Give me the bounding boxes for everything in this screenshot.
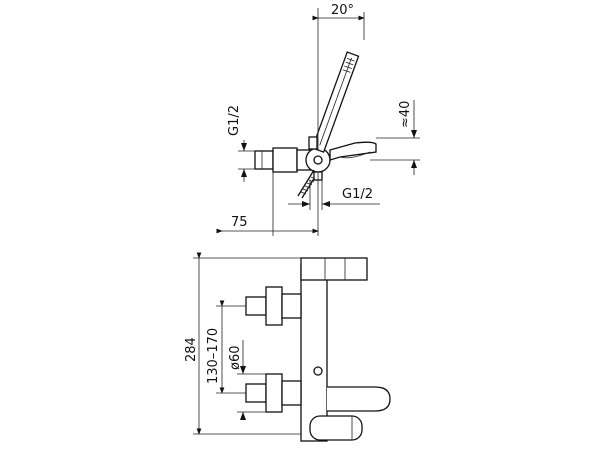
front-view: 284 130–170 ø60 [184, 252, 391, 442]
handle [309, 415, 363, 441]
mixer-inlet [272, 147, 298, 173]
dim-height: 284 [184, 337, 199, 362]
dim-diameter: ø60 [228, 346, 243, 371]
mixer-body-circle [305, 147, 331, 173]
mixer-body [300, 264, 328, 442]
dim-projection: 75 [231, 215, 248, 230]
dim-center-distance: 130–170 [206, 328, 221, 384]
upper-wall-connector [245, 286, 302, 326]
spout [329, 141, 377, 161]
wall-connector [254, 150, 274, 170]
dim-thread-left: G1/2 [227, 105, 242, 136]
hand-shower [311, 51, 360, 153]
dim-thread-bottom: G1/2 [342, 187, 373, 202]
side-view: 20° ≈40 G1/2 G1/2 75 [216, 3, 420, 236]
shower-outlet [300, 257, 368, 281]
dim-offset-top: ≈40 [398, 101, 413, 128]
dim-angle: 20° [331, 3, 354, 18]
lower-wall-connector [245, 373, 302, 413]
spout-front [327, 386, 391, 412]
